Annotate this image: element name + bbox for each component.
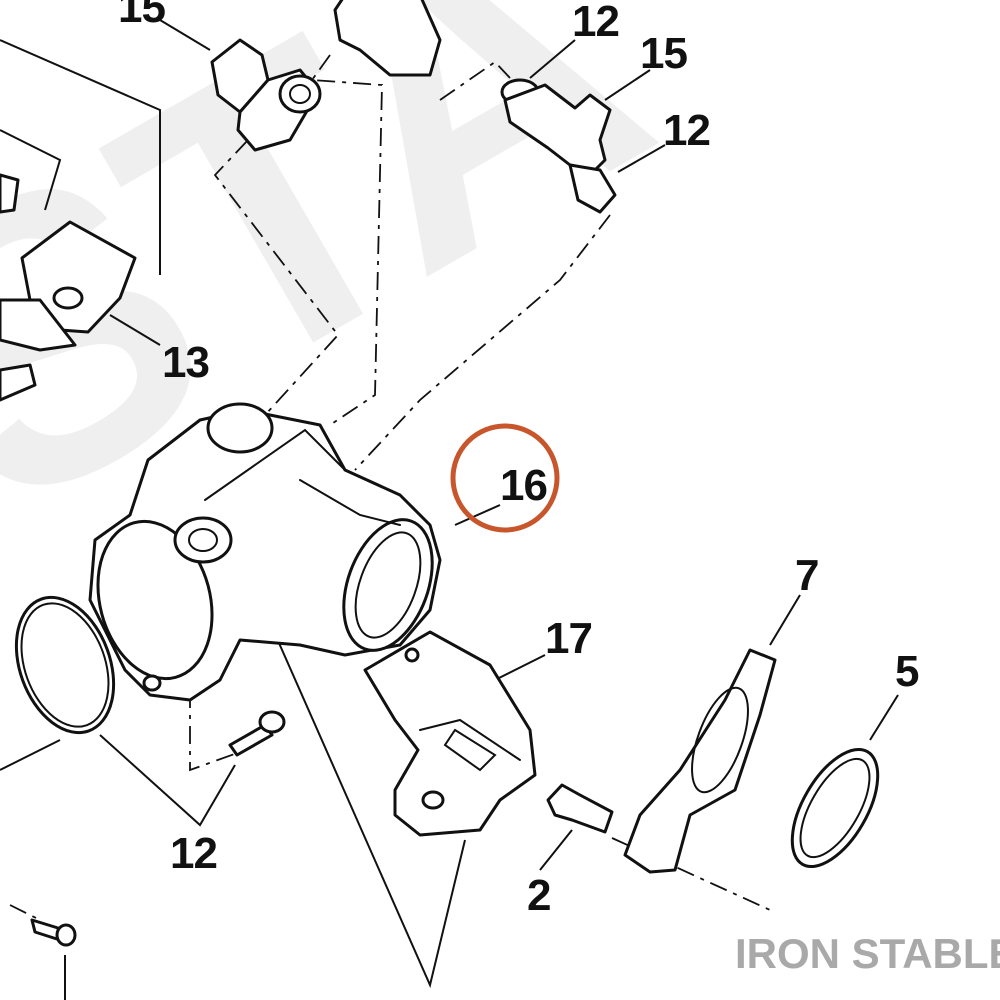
leader-line-tree-left-2	[0, 129, 62, 211]
callout-12-right: 12	[663, 106, 710, 155]
alignment-line	[189, 690, 241, 772]
fuel-injector-right	[500, 78, 617, 214]
alignment-line	[354, 214, 611, 471]
brand-watermark: IRON STABLE	[735, 930, 1000, 977]
leader-line-2	[539, 829, 573, 871]
bolt-2	[546, 783, 614, 834]
callout-5: 5	[895, 647, 919, 696]
map-sensor-17	[363, 630, 537, 837]
callout-12-top: 12	[572, 0, 619, 46]
screw-12-bottom	[228, 710, 286, 757]
highlight-circle	[450, 423, 560, 533]
callout-15-right: 15	[640, 29, 687, 78]
callout-7: 7	[795, 551, 818, 600]
alignment-line	[9, 904, 41, 921]
screw-bottom-left	[30, 918, 77, 947]
leader-lines	[0, 19, 899, 1000]
o-ring-seal	[14, 595, 116, 735]
leader-line-12-right	[617, 144, 666, 173]
leader-line-12-bottom-left	[0, 739, 61, 771]
leader-line-16	[454, 504, 501, 526]
fuel-injector-left	[210, 38, 322, 152]
leader-line-bottom-v	[259, 599, 466, 989]
alignment-line	[310, 54, 383, 426]
callout-labels: 15 12 15 12 13 16 7 17 5 12 2	[118, 0, 920, 920]
leader-line-17	[494, 654, 546, 681]
leader-line-5	[869, 694, 899, 741]
gasket-plate-7	[623, 648, 777, 874]
alignment-line	[213, 139, 340, 438]
sensor-13	[0, 173, 137, 402]
leader-line-12-top	[529, 39, 576, 79]
callout-15-top-left: 15	[118, 0, 165, 32]
leader-line-tree-left	[0, 39, 161, 275]
seal-ring-5	[790, 747, 880, 869]
alignment-line	[439, 60, 511, 101]
leader-line-12-bottom	[99, 734, 236, 827]
leader-line-15-top-left	[159, 19, 211, 51]
leader-line-15-right	[604, 69, 651, 101]
callout-2: 2	[527, 871, 550, 920]
leader-line-7	[769, 594, 801, 646]
callout-16: 16	[500, 461, 547, 510]
leader-line-13	[109, 314, 161, 346]
callout-12-bottom: 12	[170, 829, 217, 878]
callout-13: 13	[162, 338, 209, 387]
alignment-lines	[9, 54, 771, 921]
callout-17: 17	[545, 614, 592, 663]
connector-top	[333, 0, 442, 77]
throttle-body-16	[88, 402, 442, 702]
